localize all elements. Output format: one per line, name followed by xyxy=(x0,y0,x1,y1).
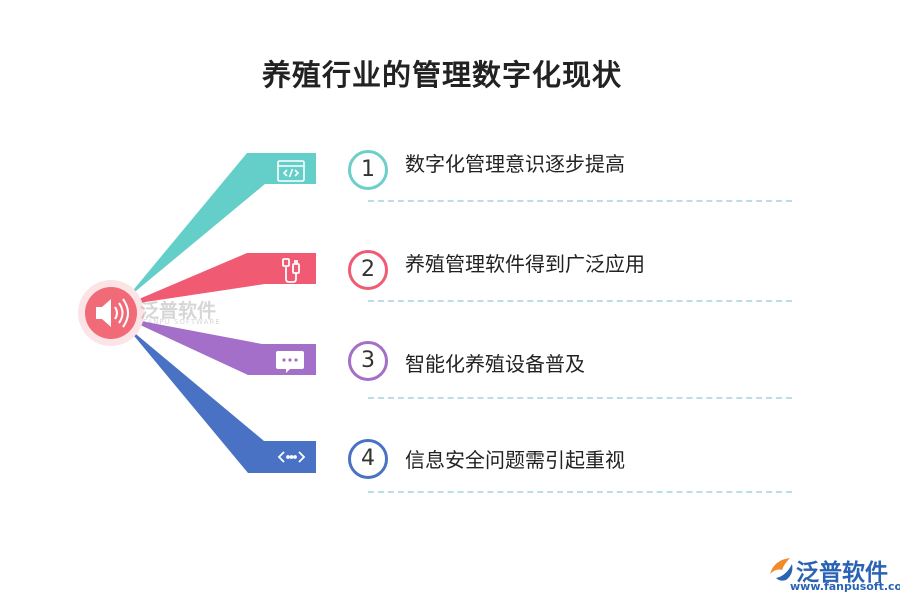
item-2-divider xyxy=(368,300,792,302)
item-2-number: 2 xyxy=(348,250,388,290)
item-1-text: 数字化管理意识逐步提高 xyxy=(405,152,625,176)
logo-url: www.fanpusoft.com xyxy=(790,580,900,593)
item-4-number: 4 xyxy=(348,439,388,479)
ray-3 xyxy=(125,318,316,375)
item-3-divider xyxy=(368,397,792,399)
fanpu-logo-icon xyxy=(770,558,793,581)
item-3-text: 智能化养殖设备普及 xyxy=(405,352,585,376)
ray-1 xyxy=(125,153,316,300)
item-1-number: 1 xyxy=(348,150,388,190)
item-4-divider xyxy=(368,491,792,493)
usb-cable-icon xyxy=(282,258,300,283)
speaker-icon xyxy=(96,298,129,328)
ray-4 xyxy=(125,325,316,473)
item-1-divider xyxy=(368,200,792,202)
item-2-text: 养殖管理软件得到广泛应用 xyxy=(405,252,645,276)
item-3-number: 3 xyxy=(348,341,388,381)
code-arrows-icon xyxy=(277,451,306,463)
ray-2 xyxy=(125,253,316,305)
code-window-icon xyxy=(277,160,305,182)
item-4-text: 信息安全问题需引起重视 xyxy=(405,448,625,472)
watermark-text: 泛普软件 xyxy=(140,300,217,322)
watermark-subtext: FANPU SOFTWARE xyxy=(143,318,221,326)
logo-text: 泛普软件 xyxy=(796,560,888,586)
page-title: 养殖行业的管理数字化现状 xyxy=(261,58,622,92)
chat-bubble-icon xyxy=(276,351,304,373)
